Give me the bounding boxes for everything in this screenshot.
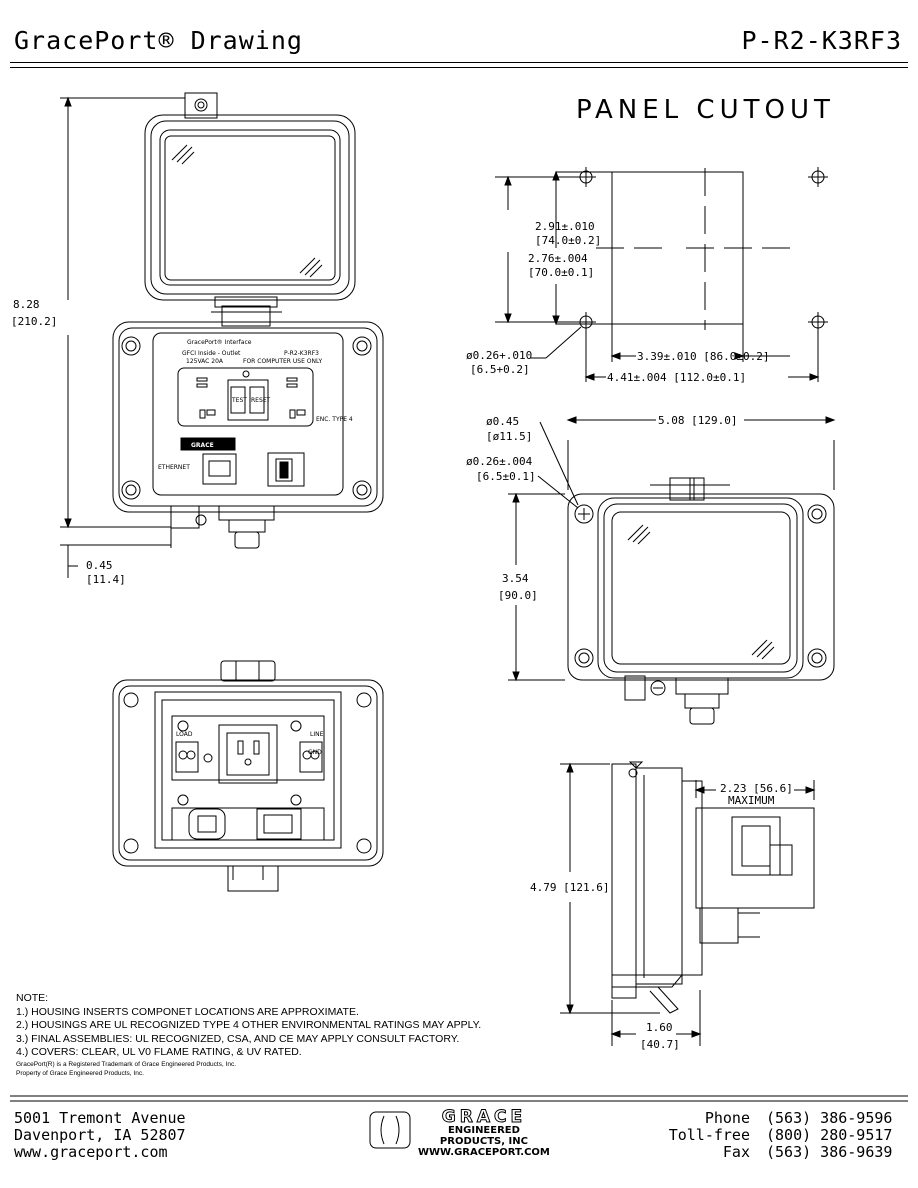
fax-number: (563) 386-9639 bbox=[766, 1143, 893, 1161]
side-small-hole-dim: ø0.26±.004 bbox=[466, 455, 533, 468]
header-rule-top bbox=[10, 62, 908, 63]
contact-numbers: (563) 386-9596 (800) 280-9517 (563) 386-… bbox=[766, 1110, 892, 1161]
profile-depth-dim-note: MAXIMUM bbox=[728, 794, 775, 807]
profile-flange-dim-metric: [40.7] bbox=[640, 1038, 680, 1051]
fax-label: Fax bbox=[722, 1143, 750, 1161]
address-line-2: Davenport, IA 52807 bbox=[14, 1126, 186, 1144]
drawing-title: GracePort® Drawing bbox=[14, 26, 303, 55]
property-note: Property of Grace Engineered Products, I… bbox=[16, 1069, 144, 1077]
faceplate-brand: GracePort® Interface bbox=[187, 339, 252, 346]
logo-website: WWW.GRACEPORT.COM bbox=[418, 1147, 550, 1158]
faceplate-rating: 125VAC 20A bbox=[186, 358, 224, 365]
cutout-height-outer: 2.91±.010 bbox=[535, 220, 595, 233]
note-item: 3.) FINAL ASSEMBLIES: UL RECOGNIZED, CSA… bbox=[16, 1032, 460, 1045]
faceplate-test: TEST bbox=[231, 397, 247, 404]
grace-logo-text: GRACE ENGINEERED PRODUCTS, INC WWW.GRACE… bbox=[418, 1107, 550, 1158]
cutout-holes bbox=[576, 167, 828, 332]
logo-grace: GRACE bbox=[441, 1107, 527, 1127]
cutout-width-inner: 3.39±.010 [86.0±0.2] bbox=[637, 350, 769, 363]
contact-labels: Phone Toll-free Fax bbox=[640, 1110, 750, 1161]
notes-heading: NOTE: bbox=[16, 992, 49, 1004]
phone-number[interactable]: (563) 386-9596 bbox=[766, 1109, 893, 1127]
front-offset-dim: 0.45 bbox=[86, 559, 113, 572]
faceplate-model: P-R2-K3RF3 bbox=[284, 350, 319, 357]
side-small-hole-dim-metric: [6.5±0.1] bbox=[476, 470, 536, 483]
phone-label: Phone bbox=[704, 1109, 750, 1127]
profile-depth-dim: 2.23 [56.6] bbox=[720, 782, 793, 795]
side-height-dim: 3.54 bbox=[502, 572, 529, 585]
faceplate-enc: ENC. TYPE 4 bbox=[316, 416, 353, 423]
company-address: 5001 Tremont Avenue Davenport, IA 52807 … bbox=[14, 1110, 186, 1161]
notes-block: NOTE: 1.) HOUSING INSERTS COMPONET LOCAT… bbox=[16, 992, 481, 1078]
side-large-hole-dim: ø0.45 bbox=[486, 415, 519, 428]
panel-cutout-title: PANEL CUTOUT bbox=[576, 95, 835, 125]
website-link[interactable]: www.graceport.com bbox=[14, 1143, 168, 1161]
cutout-height-inner-metric: [70.0±0.1] bbox=[528, 266, 594, 279]
side-width-dim: 5.08 [129.0] bbox=[658, 414, 737, 427]
part-number: P-R2-K3RF3 bbox=[741, 26, 902, 55]
rear-view bbox=[112, 660, 384, 892]
rear-load-label: LOAD bbox=[176, 731, 193, 738]
panel-cutout bbox=[495, 167, 828, 382]
faceplate-grace-logo: GRACE bbox=[191, 442, 214, 449]
profile-flange-dim: 1.60 bbox=[646, 1021, 673, 1034]
faceplate-computer-use: FOR COMPUTER USE ONLY bbox=[243, 358, 323, 365]
note-item: 4.) COVERS: CLEAR, UL V0 FLAME RATING, &… bbox=[16, 1046, 302, 1058]
front-view bbox=[60, 92, 384, 578]
front-height-dim-metric: [210.2] bbox=[11, 315, 57, 328]
grace-logo-emblem bbox=[369, 1111, 411, 1149]
faceplate-reset: RESET bbox=[251, 397, 271, 404]
faceplate-gfci: GFCI Inside - Outlet bbox=[182, 350, 241, 357]
front-height-dim: 8.28 bbox=[13, 298, 40, 311]
logo-products: PRODUCTS, INC bbox=[439, 1136, 528, 1147]
rear-line-label: LINE bbox=[310, 731, 324, 738]
rear-gnd-label: GND bbox=[308, 749, 322, 756]
tollfree-label: Toll-free bbox=[668, 1126, 750, 1144]
profile-view bbox=[560, 761, 816, 1046]
side-height-dim-metric: [90.0] bbox=[498, 589, 538, 602]
trademark-note: GracePort(R) is a Registered Trademark o… bbox=[16, 1060, 237, 1068]
front-offset-dim-metric: [11.4] bbox=[86, 573, 126, 586]
note-item: 2.) HOUSINGS ARE UL RECOGNIZED TYPE 4 OT… bbox=[16, 1019, 482, 1031]
profile-height-dim: 4.79 [121.6] bbox=[530, 881, 609, 894]
side-large-hole-dim-metric: [ø11.5] bbox=[486, 430, 532, 443]
cutout-height-inner: 2.76±.004 bbox=[528, 252, 588, 265]
faceplate-ethernet: ETHERNET bbox=[158, 464, 190, 471]
cutout-width-outer: 4.41±.004 [112.0±0.1] bbox=[607, 371, 746, 384]
cutout-height-outer-metric: [74.0±0.2] bbox=[535, 234, 601, 247]
cutout-hole-dim: ø0.26+.010 bbox=[466, 349, 532, 362]
note-item: 1.) HOUSING INSERTS COMPONET LOCATIONS A… bbox=[16, 1005, 359, 1018]
header-rule-bottom bbox=[10, 67, 908, 68]
logo-engineered: ENGINEERED bbox=[447, 1125, 520, 1136]
address-line-1: 5001 Tremont Avenue bbox=[14, 1109, 186, 1127]
side-view bbox=[508, 416, 836, 725]
cutout-hole-dim-metric: [6.5+0.2] bbox=[470, 363, 530, 376]
tollfree-number[interactable]: (800) 280-9517 bbox=[766, 1126, 893, 1144]
